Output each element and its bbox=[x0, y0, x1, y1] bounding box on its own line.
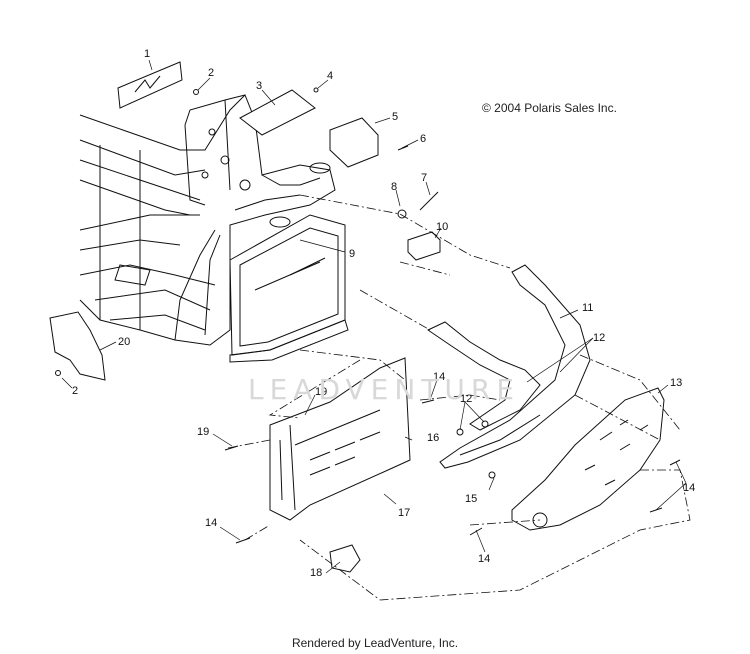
callout-14c: 14 bbox=[478, 553, 490, 565]
part-13-skid-plate bbox=[511, 387, 665, 531]
callout-16: 16 bbox=[427, 432, 439, 444]
footer-text: Rendered by LeadVenture, Inc. bbox=[291, 636, 459, 650]
callout-18: 18 bbox=[310, 567, 322, 579]
callout-20: 20 bbox=[118, 336, 130, 348]
callout-12a: 12 bbox=[593, 332, 605, 344]
callout-19a: 19 bbox=[315, 386, 327, 398]
callout-19b: 19 bbox=[197, 426, 209, 438]
callout-14d: 14 bbox=[205, 517, 217, 529]
part-11-bumper bbox=[426, 264, 591, 469]
callout-14a: 14 bbox=[683, 482, 695, 494]
callout-14b: 14 bbox=[433, 371, 445, 383]
leader-lines bbox=[61, 59, 687, 574]
part-1-bracket bbox=[117, 61, 183, 109]
callout-labels: 1 2 3 4 5 6 7 8 9 10 11 12 13 14 12 14 1… bbox=[72, 48, 695, 579]
callout-11: 11 bbox=[582, 302, 593, 314]
fasteners bbox=[55, 87, 681, 544]
callout-9: 9 bbox=[349, 248, 355, 260]
part-5-bracket bbox=[329, 117, 379, 168]
callout-2b: 2 bbox=[72, 385, 78, 397]
callout-10: 10 bbox=[436, 221, 448, 233]
part-17-guard bbox=[269, 357, 411, 521]
callout-8: 8 bbox=[391, 181, 397, 193]
part-20-plate bbox=[49, 311, 106, 381]
radiator bbox=[229, 214, 349, 363]
callout-7: 7 bbox=[421, 172, 427, 184]
watermark: LEADVENTURE bbox=[248, 373, 521, 406]
callout-13: 13 bbox=[670, 377, 682, 389]
callout-3: 3 bbox=[256, 80, 262, 92]
chassis-frame bbox=[79, 94, 336, 346]
part-10-block bbox=[407, 231, 441, 261]
part-18-plate bbox=[329, 544, 361, 573]
callout-15: 15 bbox=[465, 493, 477, 505]
callout-2: 2 bbox=[208, 67, 214, 79]
part-3-plate bbox=[239, 89, 316, 136]
callout-5: 5 bbox=[392, 111, 398, 123]
copyright-text: © 2004 Polaris Sales Inc. bbox=[482, 101, 617, 115]
callout-4: 4 bbox=[327, 70, 333, 82]
callout-6: 6 bbox=[420, 133, 426, 145]
callout-17: 17 bbox=[398, 507, 410, 519]
callout-12b: 12 bbox=[460, 393, 472, 405]
callout-1: 1 bbox=[144, 48, 150, 60]
